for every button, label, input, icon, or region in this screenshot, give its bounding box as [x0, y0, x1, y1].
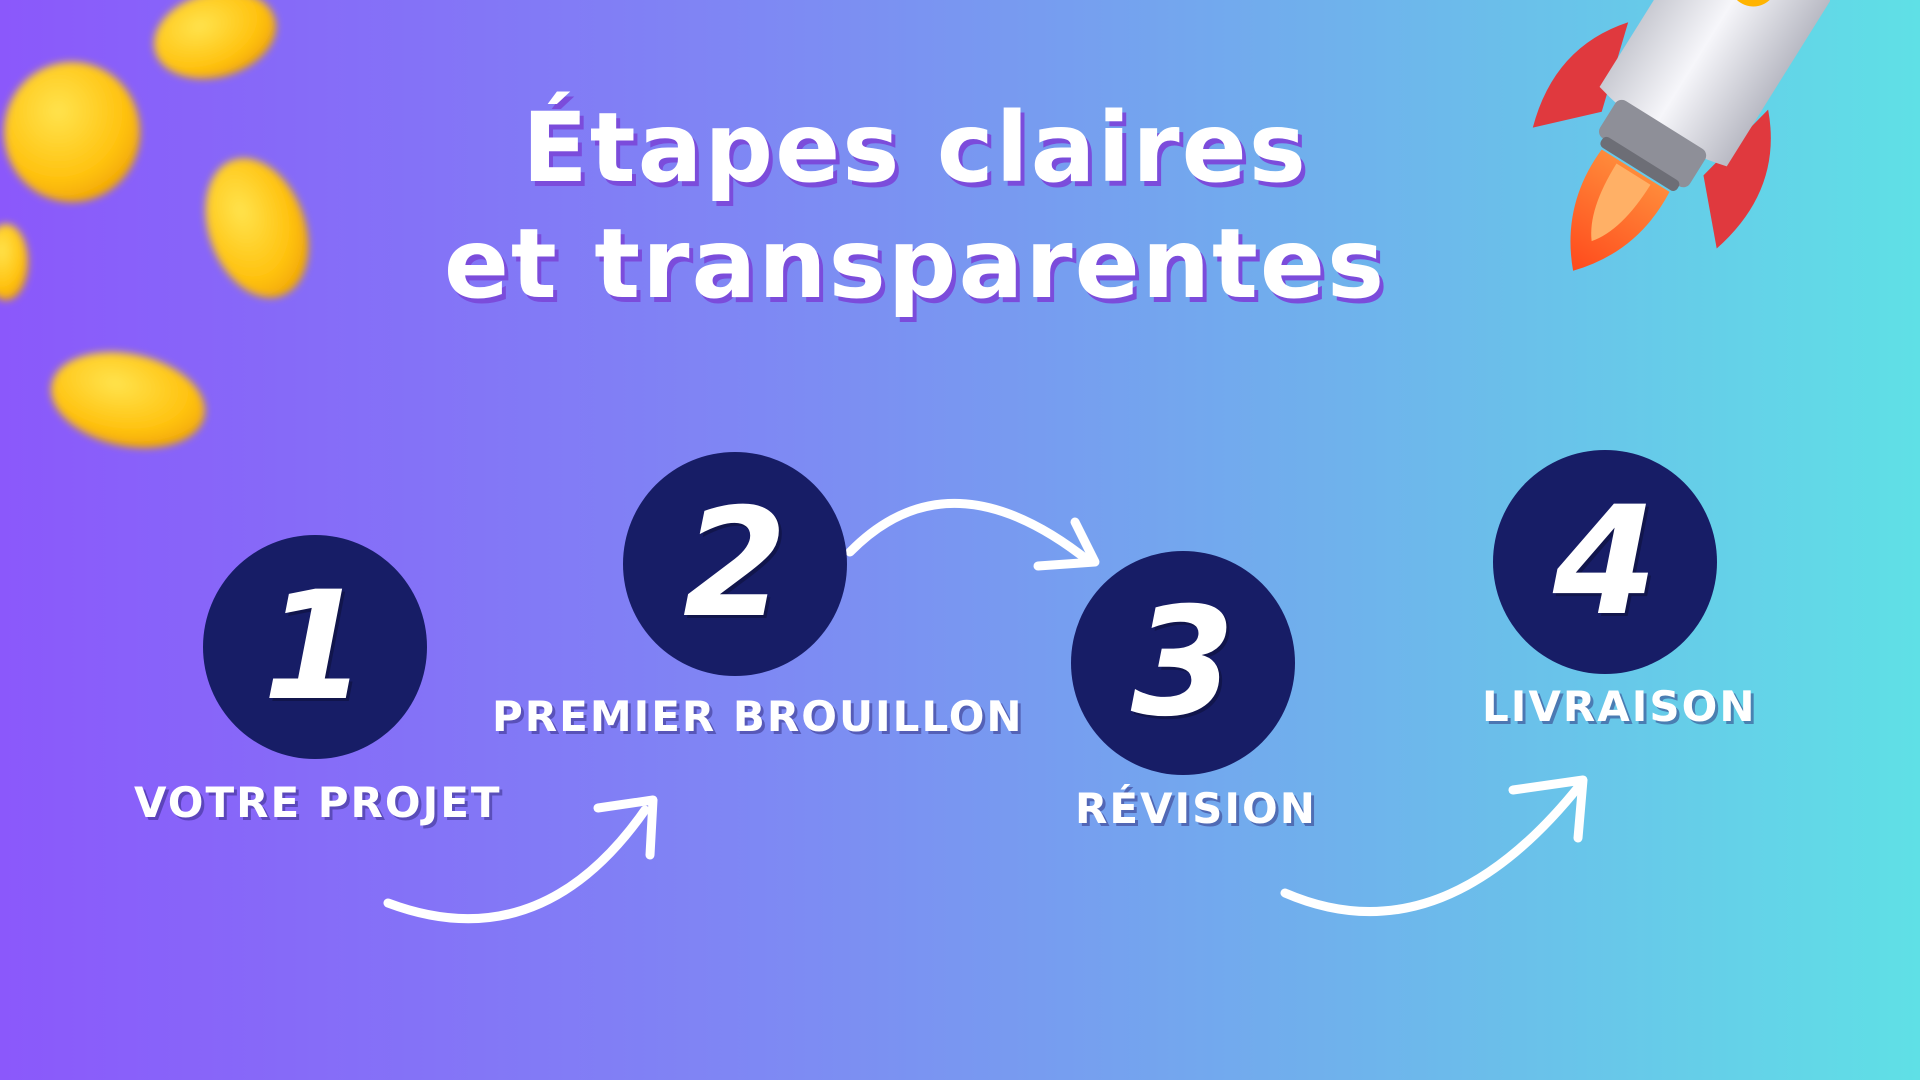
step-3-label: RÉVISION: [1075, 784, 1317, 833]
coin: [0, 224, 28, 300]
title-line-1: Étapes claires: [522, 92, 1308, 204]
step-1-circle: 1: [203, 535, 427, 759]
rocket-nozzle: [1598, 99, 1707, 188]
coin: [154, 0, 276, 79]
arrow-3-to-4: [1280, 775, 1588, 916]
step-4-number: 4: [1552, 475, 1658, 649]
title-line-2: et transparentes: [443, 208, 1387, 320]
rocket-illustration: [1532, 0, 1830, 271]
step-4-circle: 4: [1493, 450, 1717, 674]
step-2-number: 2: [682, 477, 788, 651]
coin: [205, 158, 309, 298]
arrow-2-to-3: [845, 499, 1100, 571]
step-1-label: VOTRE PROJET: [134, 778, 502, 827]
rocket-body: [1599, 0, 1830, 167]
coin: [4, 62, 140, 202]
step-3-circle: 3: [1071, 551, 1295, 775]
page-title: Étapes claires et transparentes: [0, 90, 1830, 322]
step-3-number: 3: [1130, 576, 1236, 750]
rocket-fin-left: [1532, 22, 1629, 128]
coin: [51, 352, 205, 448]
step-2-label: PREMIER BROUILLON: [492, 692, 1024, 741]
step-4-label: LIVRAISON: [1482, 682, 1757, 731]
step-2-circle: 2: [623, 452, 847, 676]
rocket-fin-right: [1703, 109, 1771, 249]
step-1-number: 1: [262, 560, 368, 734]
arrow-1-to-2: [383, 795, 658, 924]
gold-coins: [0, 0, 309, 448]
